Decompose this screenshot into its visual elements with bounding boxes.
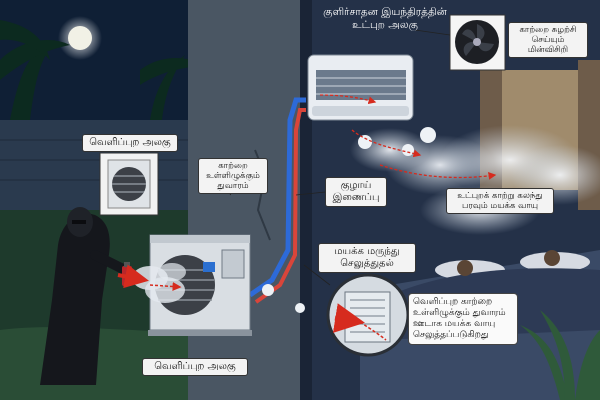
injection-note: வெளிப்புற காற்றை உள்ளிழுக்கும் துவாரம் ஊ… [408, 293, 518, 345]
moon-icon [68, 26, 92, 50]
pipe-hot [254, 108, 306, 304]
outdoor-unit-label: வெளிப்புற அலகு [142, 358, 248, 376]
house-plant [520, 310, 600, 400]
pipe-cold [248, 97, 306, 298]
fan-label: காற்றை சுழற்சி செய்யும் மின்விசிறி [508, 22, 588, 58]
arrow-intake [149, 282, 182, 291]
arrow-indoor [319, 94, 377, 105]
sleeper-head-1 [457, 260, 473, 276]
air-intake-label: காற்றை உள்ளிழுக்கும் துவாரம் [198, 158, 268, 194]
gas-puffs [262, 127, 436, 313]
fan-icon [462, 24, 494, 56]
outdoor-inset-label: வெளிப்புற அலகு [82, 134, 178, 152]
indoor-ac-unit [307, 54, 414, 121]
sleeper-head-2 [544, 250, 560, 266]
arrow-spray [117, 264, 149, 289]
spread-label: உட்புறக் காற்று கலந்து பரவும் மயக்க வாயு [446, 188, 554, 214]
intruder-figure [40, 207, 132, 385]
arrow-spread-1 [351, 129, 422, 158]
arrow-spread-2 [379, 164, 497, 180]
outdoor-inset [99, 152, 159, 216]
indoor-unit-label: குளிர்சாதன இயந்திரத்தின் உட்புற அலகு [323, 6, 447, 31]
fan-inset [449, 14, 506, 71]
pipe-label: குழாய் இணைப்பு [325, 177, 387, 207]
magnifier-inset [326, 273, 410, 357]
injection-label: மயக்க மருந்து செலுத்துதல் [318, 243, 416, 273]
